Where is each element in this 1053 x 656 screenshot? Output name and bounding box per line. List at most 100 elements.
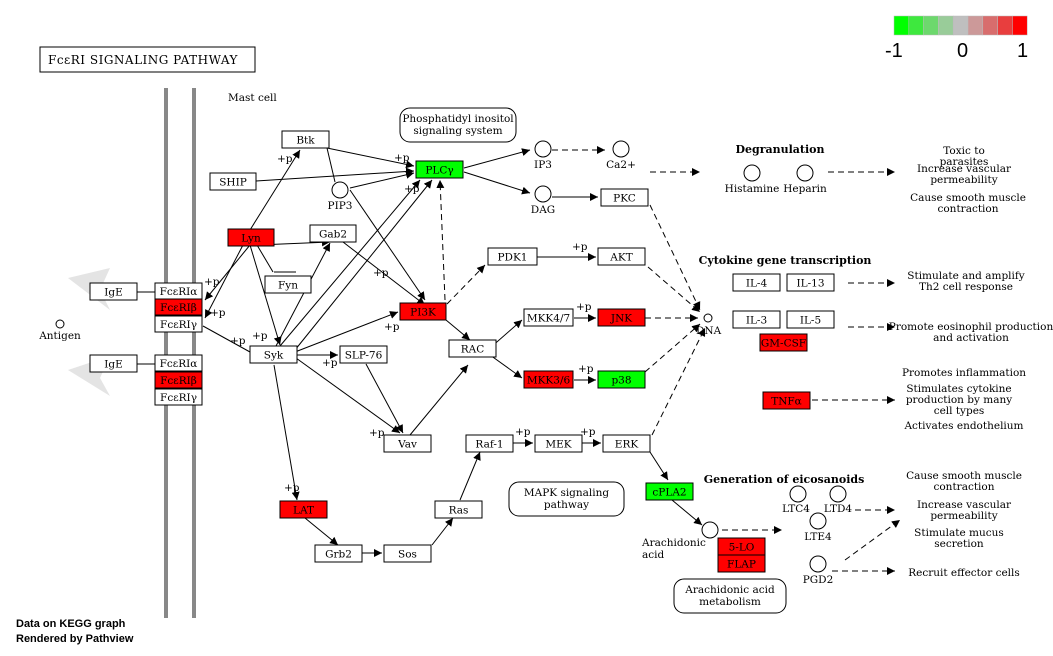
gene-node-fg2[interactable]: FcεRIγ: [154, 388, 203, 406]
gene-node-fa1[interactable]: FcεRIα: [154, 282, 203, 300]
gene-node-gmcsf[interactable]: GM-CSF: [759, 333, 808, 352]
gene-node-rac[interactable]: RAC: [448, 339, 497, 358]
gene-node-sos[interactable]: Sos: [383, 544, 432, 563]
gene-node-il5[interactable]: IL-5: [786, 310, 835, 329]
gene-label: IL-5: [800, 315, 821, 327]
phospho-mark: +p: [580, 426, 596, 438]
gene-node-akt[interactable]: AKT: [597, 247, 646, 266]
gene-label: LAT: [293, 505, 314, 517]
gene-node-pdk1[interactable]: PDK1: [487, 247, 538, 266]
gene-node-fb2[interactable]: FcεRIβ: [154, 371, 203, 389]
phospho-mark: +p: [284, 482, 300, 494]
gene-label: PDK1: [497, 252, 527, 264]
legend-swatch: [938, 15, 954, 36]
compound-ip3[interactable]: IP3: [534, 140, 552, 171]
gene-node-grb2[interactable]: Grb2: [314, 544, 363, 563]
compound-dag[interactable]: DAG: [531, 185, 555, 216]
compound-ca[interactable]: Ca2+: [606, 140, 636, 171]
gene-label: FLAP: [727, 559, 756, 571]
gene-node-ras[interactable]: Ras: [434, 500, 483, 519]
compound-label: DAG: [531, 204, 555, 216]
gene-node-fg1[interactable]: FcεRIγ: [154, 315, 203, 333]
gene-node-erk[interactable]: ERK: [602, 434, 651, 453]
compound-antigen[interactable]: Antigen: [38, 319, 81, 342]
gene-node-ige1[interactable]: IgE: [89, 282, 138, 301]
gene-node-slo[interactable]: 5-LO: [717, 537, 766, 556]
compound-heparin[interactable]: Heparin: [783, 164, 827, 195]
phospho-mark: +p: [515, 426, 531, 438]
gene-label: FcεRIα: [160, 358, 198, 370]
compound-pgd2[interactable]: PGD2: [803, 555, 834, 586]
gene-label: RAC: [461, 344, 485, 356]
compound-dna[interactable]: DNA: [696, 313, 722, 337]
gene-label: Lyn: [241, 233, 261, 245]
phospho-mark: +p: [572, 241, 588, 253]
gene-node-raf1[interactable]: Raf-1: [465, 434, 514, 453]
compound-histamine[interactable]: Histamine: [725, 164, 780, 195]
gene-label: FcεRIγ: [160, 392, 197, 404]
compound-label: Antigen: [38, 330, 81, 342]
gene-node-lat[interactable]: LAT: [279, 500, 328, 519]
gene-node-cpla2[interactable]: cPLA2: [645, 482, 694, 501]
gene-label: SLP-76: [345, 350, 383, 362]
gene-node-il3[interactable]: IL-3: [732, 310, 781, 329]
gene-node-p38[interactable]: p38: [597, 370, 646, 389]
gene-label: ERK: [615, 439, 639, 451]
compound-label: LTD4: [824, 503, 853, 515]
gene-node-jnk[interactable]: JNK: [597, 308, 646, 327]
edges: [120, 146, 901, 575]
compound-label: PGD2: [803, 574, 834, 586]
gene-node-vav[interactable]: Vav: [383, 434, 432, 453]
gene-node-il13[interactable]: IL-13: [786, 273, 835, 292]
gene-node-fb1[interactable]: FcεRIβ: [154, 298, 203, 316]
pathway-title: FcεRI SIGNALING PATHWAY: [48, 53, 239, 67]
gene-label: Raf-1: [475, 439, 503, 451]
gene-node-mkk36[interactable]: MKK3/6: [523, 370, 574, 389]
gene-node-gab2[interactable]: Gab2: [309, 224, 357, 243]
compound-pip3[interactable]: PIP3: [328, 181, 353, 212]
compound-lte4[interactable]: LTE4: [804, 512, 832, 543]
gene-label: JNK: [610, 313, 632, 325]
gene-node-btk[interactable]: Btk: [281, 130, 330, 149]
cell-label: Mast cell: [228, 92, 277, 104]
compound-label: LTE4: [804, 531, 832, 543]
gene-node-syk[interactable]: Syk: [249, 345, 298, 364]
phospho-mark: +p: [369, 427, 385, 439]
compound-label: Histamine: [725, 183, 780, 195]
gene-node-ige2[interactable]: IgE: [89, 354, 138, 373]
gene-node-lyn[interactable]: Lyn: [227, 228, 275, 247]
gene-node-tnfa[interactable]: TNFα: [762, 391, 811, 410]
gene-node-slp76[interactable]: SLP-76: [339, 345, 388, 364]
legend-tick-high: 1: [1017, 40, 1028, 62]
legend-swatch: [997, 15, 1013, 36]
gene-node-fa2[interactable]: FcεRIα: [154, 354, 203, 372]
gene-node-flap[interactable]: FLAP: [717, 554, 766, 573]
gene-node-il4[interactable]: IL-4: [732, 273, 781, 292]
compound-label: PIP3: [328, 200, 353, 212]
gene-node-pkc[interactable]: PKC: [600, 188, 649, 207]
gene-node-ship[interactable]: SHIP: [209, 172, 257, 191]
membrane-line-outer: [164, 88, 168, 618]
gene-label: IgE: [104, 359, 123, 371]
gene-node-mek[interactable]: MEK: [534, 434, 583, 453]
gene-label: TNFα: [771, 396, 802, 408]
compound-label: LTC4: [782, 503, 810, 515]
phospho-mark: +p: [373, 267, 389, 279]
compound-ltd4[interactable]: LTD4: [824, 485, 853, 515]
gene-node-fyn[interactable]: Fyn: [264, 275, 312, 294]
compound-ltc4[interactable]: LTC4: [782, 485, 810, 515]
gene-node-pi3k[interactable]: PI3K: [399, 302, 447, 321]
legend-tick-low: -1: [885, 40, 903, 62]
gene-node-plcg[interactable]: PLCγ: [415, 160, 464, 179]
gene-label: FcεRIγ: [160, 319, 197, 331]
gene-node-mkk47[interactable]: MKK4/7: [523, 308, 574, 327]
